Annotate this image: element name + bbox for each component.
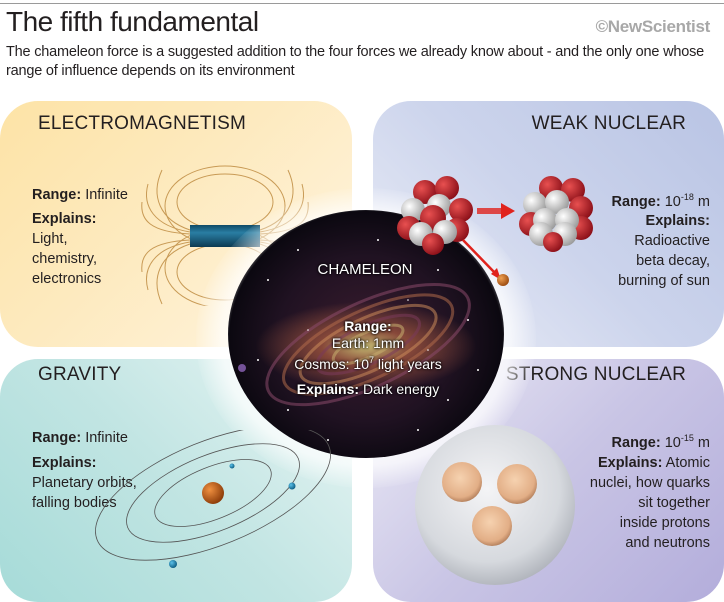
explains-text: Explains: Radioactive beta decay, burnin… <box>618 211 710 291</box>
explains-line: beta decay, <box>636 253 710 269</box>
beta-decay-illustration <box>397 176 593 286</box>
explains-line: sit together <box>638 495 710 511</box>
range-exponent: -15 <box>680 433 694 443</box>
explains-text: Explains: Atomic nuclei, how quarks sit … <box>590 453 710 553</box>
nucleus-icon <box>519 176 593 252</box>
explains-text: Explains: Light, chemistry, electronics <box>32 209 101 289</box>
decay-arrow-icon <box>462 239 501 280</box>
explains-label: Explains: <box>32 455 97 471</box>
range-value: Infinite <box>85 187 128 203</box>
range-label: Range: <box>344 318 392 334</box>
explains-label: Explains: <box>296 381 360 397</box>
proton-quarks-icon <box>415 425 575 585</box>
panel-title: STRONG NUCLEAR <box>505 364 686 385</box>
cosmos-exponent: 7 <box>368 355 374 365</box>
explains-line: electronics <box>32 271 102 287</box>
range-label: Range: <box>32 430 82 446</box>
explains-line: falling bodies <box>32 495 117 511</box>
orbits-icon <box>95 430 331 568</box>
particle-icon <box>497 274 509 286</box>
range-text: Range: Infinite <box>32 428 128 448</box>
cosmos-prefix: Cosmos: 10 <box>294 356 369 372</box>
range-exponent: -18 <box>680 192 694 202</box>
range-text: Range: 10-15 m <box>612 428 710 453</box>
explains-value: Dark energy <box>362 381 440 397</box>
cosmos-suffix: light years <box>374 356 442 372</box>
chameleon-title: CHAMELEON <box>317 261 413 278</box>
panel-title: ELECTROMAGNETISM <box>38 113 246 134</box>
chameleon-range: Range: Earth: 1mm Cosmos: 107 light year… <box>280 318 456 373</box>
quark-icon <box>497 464 537 504</box>
nucleus-icon <box>397 176 473 255</box>
explains-line: chemistry, <box>32 251 97 267</box>
explains-label: Explains: <box>645 213 710 229</box>
top-rule <box>0 3 724 4</box>
explains-label: Explains: <box>597 455 663 471</box>
explains-text: Explains: Planetary orbits, falling bodi… <box>32 453 137 513</box>
planet-icon <box>169 560 177 568</box>
planet-icon <box>229 463 235 469</box>
galaxy-swirl-icon <box>238 239 479 441</box>
explains-line: Radioactive <box>634 233 710 249</box>
range-earth: Earth: 1mm <box>331 335 405 351</box>
arrow-right-icon <box>477 203 515 219</box>
explains-line: burning of sun <box>618 273 710 289</box>
sun-icon <box>202 482 224 504</box>
range-base: 10 <box>664 194 681 210</box>
range-text: Range: 10-18 m <box>612 187 710 212</box>
explains-line: nuclei, how quarks <box>589 475 710 491</box>
panel-title: WEAK NUCLEAR <box>531 113 686 134</box>
range-base: 10 <box>664 435 681 451</box>
quark-icon <box>472 506 512 546</box>
brand-logo: ©NewScientist <box>595 17 711 36</box>
explains-line: Planetary orbits, <box>32 475 137 491</box>
explains-line: Atomic <box>665 455 710 471</box>
range-label: Range: <box>32 187 82 203</box>
galaxy-icon <box>228 210 504 458</box>
explains-line: and neutrons <box>625 535 710 551</box>
range-unit: m <box>697 194 710 210</box>
planet-icon <box>288 482 296 490</box>
explains-line: Light, <box>32 231 68 247</box>
range-unit: m <box>697 435 710 451</box>
page-title: The fifth fundamental <box>6 6 259 37</box>
explains-line: inside protons <box>619 515 710 531</box>
quark-icon <box>442 462 482 502</box>
chameleon-explains: Explains: Dark energy <box>280 381 456 397</box>
explains-label: Explains: <box>32 211 97 227</box>
page-subtitle: The chameleon force is a suggested addit… <box>6 44 705 79</box>
range-value: Infinite <box>85 430 128 446</box>
range-text: Range: Infinite <box>32 185 128 205</box>
panel-title: GRAVITY <box>38 364 122 385</box>
range-label: Range: <box>611 194 661 210</box>
range-cosmos: Cosmos: 107 light years <box>294 355 442 372</box>
range-label: Range: <box>611 435 661 451</box>
